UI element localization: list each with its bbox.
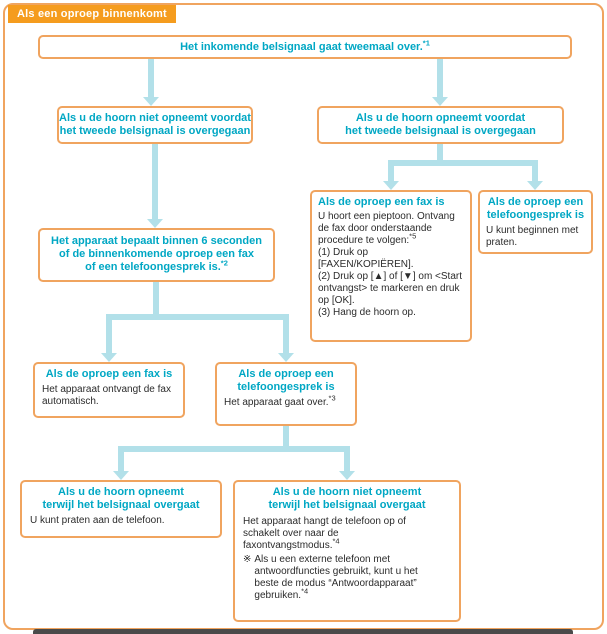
box-title-text: Het inkomende belsignaal gaat tweemaal o… [180,41,423,53]
footnote-ref: *4 [332,536,340,546]
arrow-head [278,353,294,362]
box-body: Het apparaat hangt de telefoon op of sch… [243,516,415,552]
arrow-stem [344,452,350,471]
footnote-ref: *3 [328,393,336,403]
arrow-stem [148,59,154,97]
box-body: Het apparaat ontvangt de fax automatisch… [42,384,171,407]
box-title-line: het tweede belsignaal is overgegaan [59,125,251,137]
arrow-head [383,181,399,190]
box-title-line: of een telefoongesprek is.*2 [40,258,273,274]
box-title-line: het tweede belsignaal is overgegaan [345,125,536,137]
box-body-text: U hoort een pieptoon. Ontvang de fax doo… [318,211,455,246]
flow-box-no-pickup-before-second-ring: Als u de hoorn niet opneemt voordat het … [57,106,253,144]
arrow-stem [118,452,124,471]
box-body-text: Het apparaat hangt de telefoon op of sch… [243,516,406,551]
box-title-line: telefoongesprek is [237,381,335,393]
footnote-ref: *2 [220,258,228,268]
arrow-branch-bar [118,446,350,452]
next-section-top-edge [33,629,573,634]
procedure-step: (2) Druk op [▲] of [▼] om <Start ontvang… [318,271,463,306]
procedure-step: (1) Druk op [FAXEN/KOPIËREN]. [318,247,414,270]
box-title: Als de oproep een fax is [318,196,445,208]
arrow-stem [437,59,443,97]
arrow-head [143,97,159,106]
footnote-ref: *1 [422,38,430,48]
box-body-text: Als u een externe telefoon met antwoordf… [254,554,418,601]
arrow-head [101,353,117,362]
arrow-head [339,471,355,480]
footnote-ref: *4 [301,586,309,596]
arrow-stem [283,426,289,452]
flow-box-fax-auto-receive: Als de oproep een fax is Het apparaat on… [33,362,185,418]
box-title-text: of een telefoongesprek is. [85,261,221,273]
box-body: U kunt beginnen met praten. [486,225,579,248]
flow-box-pickup-while-ringing: Als u de hoorn opneemt terwijl het belsi… [20,480,222,538]
arrow-stem [532,166,538,181]
arrow-stem [437,144,443,166]
arrow-branch-bar [388,160,538,166]
box-title-line: Als u de hoorn opneemt [58,486,184,498]
box-title: Als de oproep een fax is [45,368,173,380]
arrow-head [527,181,543,190]
arrow-head [113,471,129,480]
box-title-line: Als de oproep een [487,196,584,208]
arrow-branch-bar [106,314,289,320]
box-title-line: Als de oproep een [238,368,334,380]
arrow-stem [388,166,394,181]
box-body: U kunt praten aan de telefoon. [30,515,165,526]
box-title-line: Als u de hoorn niet opneemt voordat [59,112,251,124]
box-title-line: Het apparaat bepaalt binnen 6 seconden [51,235,262,247]
reference-note-text: Als u een externe telefoon met antwoordf… [254,554,434,602]
box-body: Het apparaat gaat over.*3 [224,393,348,409]
footnote-ref: *5 [409,231,417,241]
box-title-line: of de binnenkomende oproep een fax [59,248,254,260]
arrow-head [432,97,448,106]
section-title-badge: Als een oproep binnenkomt [8,5,176,23]
flow-box-fax-manual-receive: Als de oproep een fax is U hoort een pie… [310,190,472,342]
box-title-line: Als u de hoorn niet opneemt [272,486,422,498]
box-title-line: terwijl het belsignaal overgaat [268,499,426,511]
flow-box-pickup-before-second-ring: Als u de hoorn opneemt voordat het tweed… [317,106,564,144]
flow-box-call-start-talking: Als de oproep een telefoongesprek is U k… [478,190,593,254]
flow-box-no-pickup-while-ringing: Als u de hoorn niet opneemt terwijl het … [233,480,461,622]
arrow-head [147,219,163,228]
arrow-stem [152,144,158,219]
reference-mark: ※ [243,554,252,565]
box-title-line: telefoongesprek is [486,209,585,221]
flow-box-detect-6-seconds: Het apparaat bepaalt binnen 6 seconden o… [38,228,275,282]
arrow-stem [283,320,289,353]
procedure-step: (3) Hang de hoorn op. [318,307,416,318]
reference-note: ※ Als u een externe telefoon met antwoor… [243,554,451,602]
box-body: U hoort een pieptoon. Ontvang de fax doo… [318,211,464,247]
box-title-line: terwijl het belsignaal overgaat [42,499,200,511]
flow-box-call-machine-rings: Als de oproep een telefoongesprek is Het… [215,362,357,426]
box-title: Het inkomende belsignaal gaat tweemaal o… [40,37,570,57]
flow-box-incoming-ring: Het inkomende belsignaal gaat tweemaal o… [38,35,572,59]
box-title-line: Als u de hoorn opneemt voordat [355,112,526,124]
arrow-stem [106,320,112,353]
box-body-text: Het apparaat gaat over. [224,397,329,408]
arrow-stem [153,282,159,320]
